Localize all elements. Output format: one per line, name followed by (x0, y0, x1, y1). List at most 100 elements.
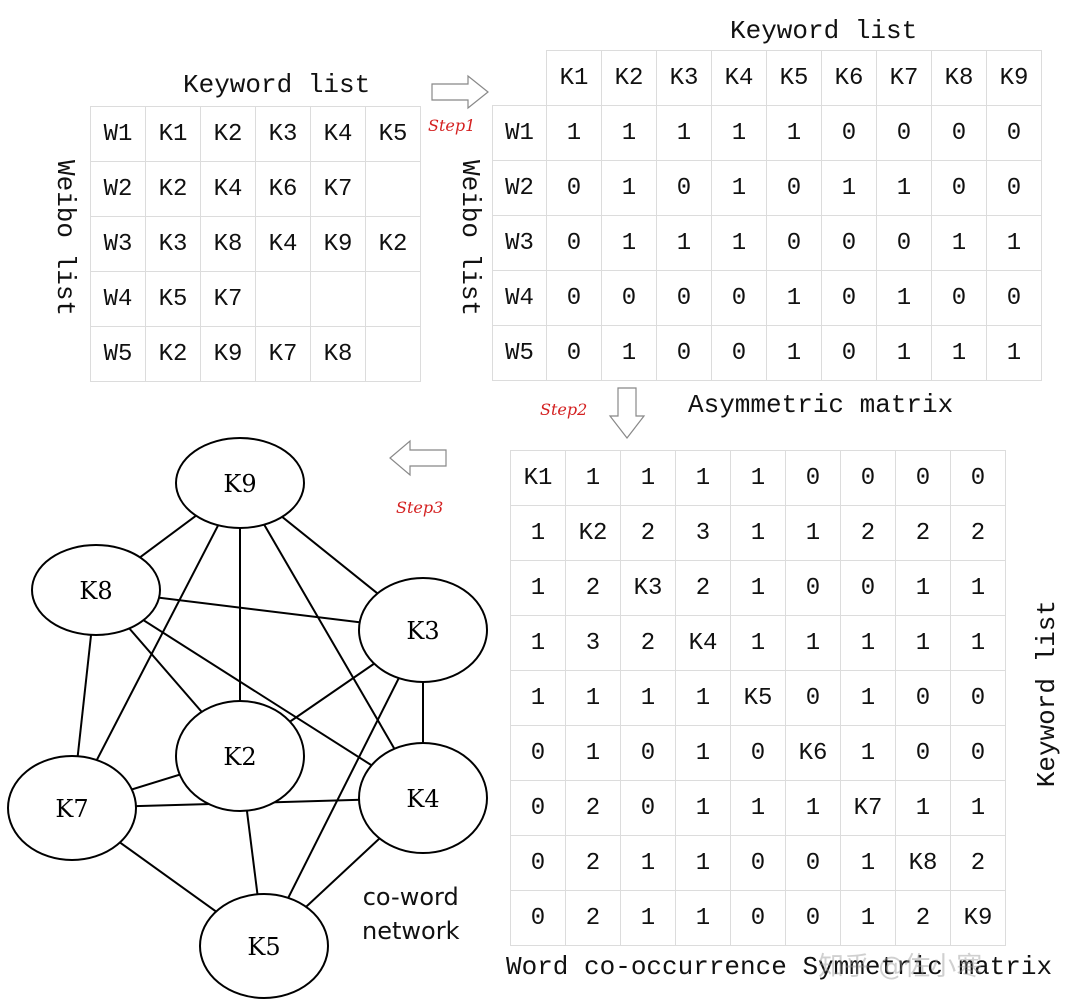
table-cell: K6 (255, 161, 311, 217)
node-K5: K5 (199, 893, 329, 999)
sym-matrix-caption: Word co-occurrence Symmetric matrix (506, 952, 1053, 982)
table-cell: 0 (821, 105, 877, 161)
table-cell: 1 (675, 890, 731, 946)
table-cell: 1 (730, 505, 786, 561)
table-cell: K3 (255, 106, 311, 162)
table-cell: W3 (492, 215, 547, 271)
table-cell: 1 (565, 450, 621, 506)
column-header (492, 50, 547, 106)
table-cell (310, 271, 366, 327)
table-cell: K7 (840, 780, 896, 836)
table-cell: 1 (620, 450, 676, 506)
table-cell: 1 (821, 160, 877, 216)
table-cell: 1 (510, 505, 566, 561)
table-cell: K2 (365, 216, 421, 272)
table-cell: 0 (876, 215, 932, 271)
table-cell: K7 (255, 326, 311, 382)
table-cell: W3 (90, 216, 146, 272)
table-cell: 0 (876, 105, 932, 161)
table-cell: 1 (950, 780, 1006, 836)
table-cell: 1 (510, 670, 566, 726)
asym-matrix-title: Keyword list (730, 16, 918, 46)
table-cell: 0 (510, 835, 566, 891)
table-cell: 1 (675, 670, 731, 726)
table-cell: 0 (950, 450, 1006, 506)
table-cell: 0 (840, 560, 896, 616)
table-cell: 1 (711, 215, 767, 271)
node-K4: K4 (358, 742, 488, 854)
column-header: K7 (876, 50, 932, 106)
table-cell: K7 (200, 271, 256, 327)
table-cell: K4 (200, 161, 256, 217)
table-cell: 2 (675, 560, 731, 616)
table-cell: 0 (821, 325, 877, 381)
table-cell: 0 (546, 215, 602, 271)
table-cell: 0 (711, 270, 767, 326)
table-cell: 0 (730, 725, 786, 781)
table-cell: W1 (492, 105, 547, 161)
table-cell: 1 (656, 105, 712, 161)
table-cell: 1 (895, 560, 951, 616)
network-label-line1: co-word (362, 883, 459, 911)
table-cell: 0 (546, 270, 602, 326)
sym-matrix-side-label: Keyword list (1032, 600, 1062, 788)
table-cell: K1 (510, 450, 566, 506)
table-cell: 1 (730, 450, 786, 506)
table-cell: 3 (675, 505, 731, 561)
network-label: co-word network (362, 880, 459, 948)
table-cell: 0 (510, 890, 566, 946)
network-label-line2: network (362, 917, 460, 945)
table-cell: K9 (310, 216, 366, 272)
table-cell: 1 (876, 160, 932, 216)
table-cell: 1 (675, 780, 731, 836)
table-cell: 0 (730, 835, 786, 891)
table-cell: 1 (510, 560, 566, 616)
table-cell: W4 (90, 271, 146, 327)
table-cell: 1 (785, 505, 841, 561)
weibo-table-side-label: Weibo list (50, 160, 80, 317)
node-ellipse (358, 577, 488, 683)
table-cell: 1 (986, 325, 1042, 381)
column-header: K4 (711, 50, 767, 106)
node-label: K8 (79, 577, 112, 605)
asym-matrix-caption: Asymmetric matrix (688, 390, 954, 420)
table-cell: K4 (310, 106, 366, 162)
table-cell (365, 326, 421, 382)
table-cell: K5 (145, 271, 201, 327)
step2-arrow-icon (608, 387, 646, 439)
table-cell: K8 (310, 326, 366, 382)
step1-arrow-icon (431, 74, 489, 110)
table-cell: 2 (565, 890, 621, 946)
table-cell: 0 (986, 160, 1042, 216)
node-ellipse (358, 742, 488, 854)
table-cell: 1 (565, 670, 621, 726)
table-cell: 1 (931, 215, 987, 271)
table-cell: K8 (895, 835, 951, 891)
table-cell: 1 (711, 105, 767, 161)
table-cell: K2 (200, 106, 256, 162)
table-cell: K3 (620, 560, 676, 616)
table-cell: 0 (711, 325, 767, 381)
table-cell: 1 (950, 560, 1006, 616)
table-cell (365, 161, 421, 217)
table-cell: 1 (675, 725, 731, 781)
table-cell: W2 (90, 161, 146, 217)
edge-K9-K4 (239, 482, 424, 799)
table-cell: W1 (90, 106, 146, 162)
node-label: K3 (406, 617, 439, 645)
table-cell: 1 (675, 835, 731, 891)
